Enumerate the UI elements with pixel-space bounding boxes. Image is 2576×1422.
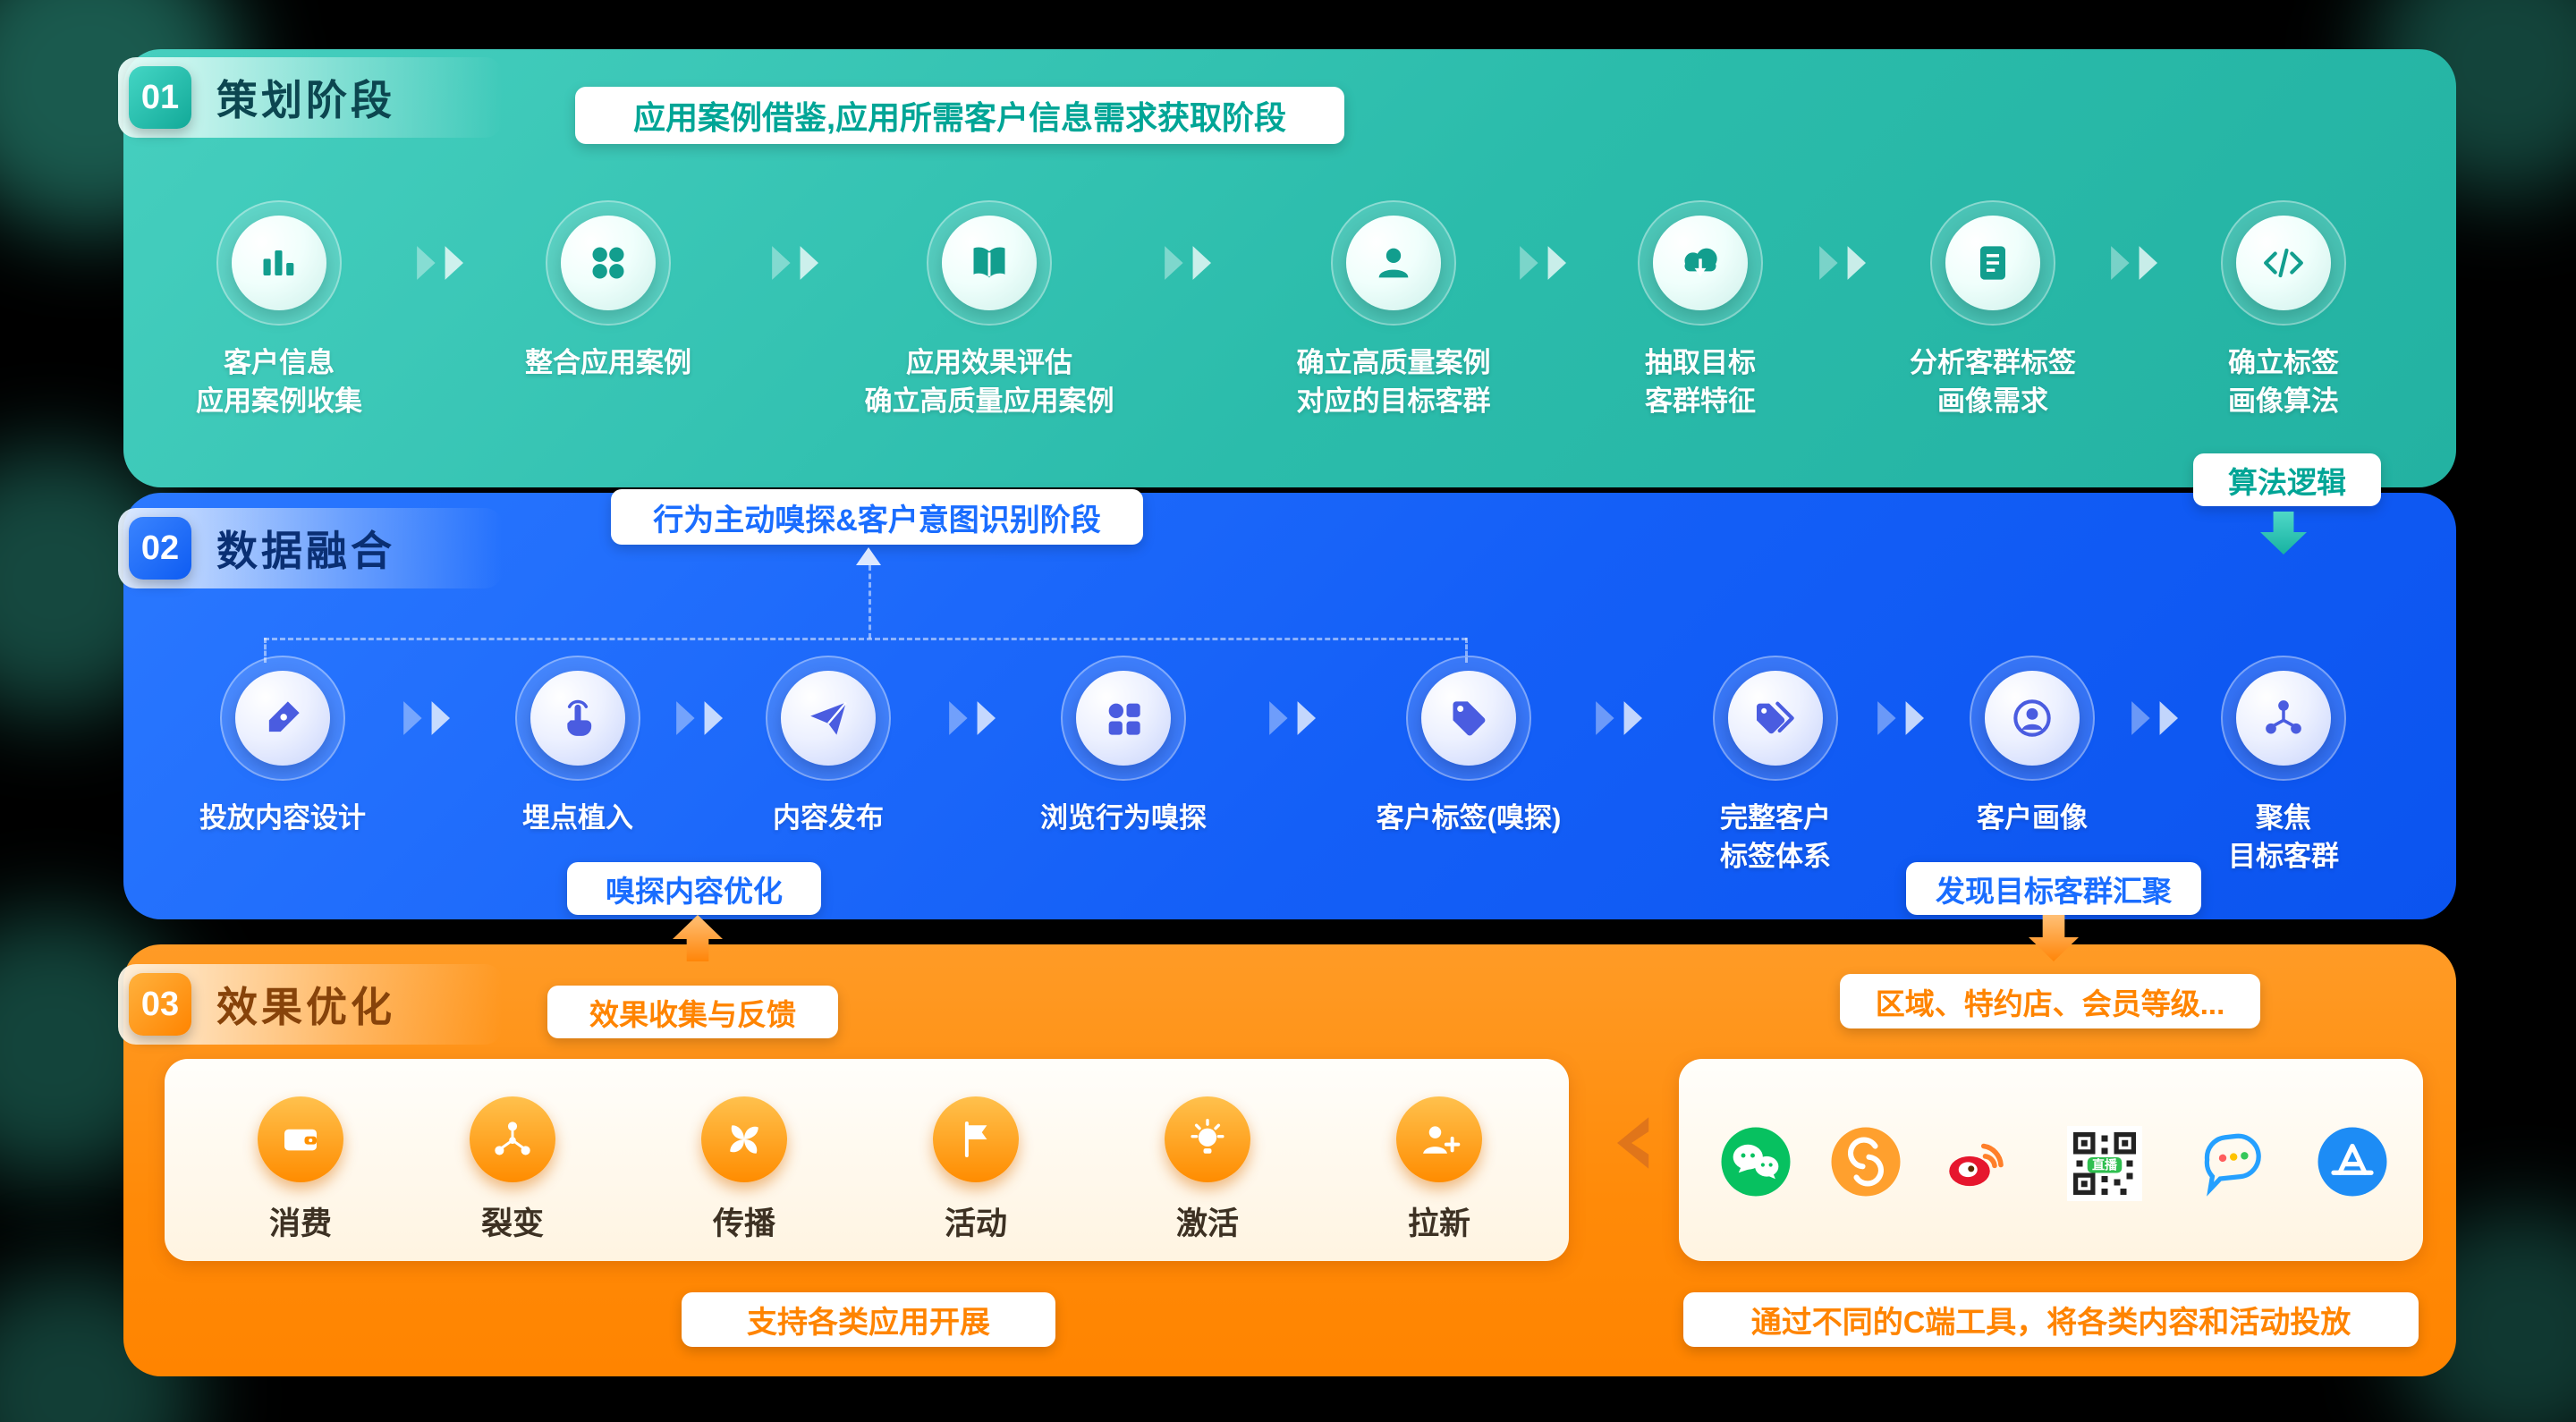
flow-arrow-icon xyxy=(672,698,734,738)
flow-arrow-icon xyxy=(2127,698,2190,738)
flow-arrow-icon xyxy=(1515,243,1578,283)
app-label: 激活 xyxy=(1175,1206,1239,1241)
wallet-icon xyxy=(284,1129,317,1151)
phase2-banner: 行为主动嗅探&客户意图识别阶段 xyxy=(611,489,1143,545)
bulb-icon xyxy=(1191,1118,1224,1154)
arrow-left-icon xyxy=(1608,1114,1655,1172)
apps-panel xyxy=(165,1059,1569,1261)
phase3-header: 03 效果优化 xyxy=(118,964,503,1045)
app-fission: 裂变 xyxy=(470,1096,555,1244)
app-spread: 传播 xyxy=(701,1096,787,1244)
flow-arrow-icon xyxy=(1815,243,1877,283)
flow-arrow-icon xyxy=(767,243,830,283)
app-activity: 活动 xyxy=(933,1096,1019,1244)
appstore-icon xyxy=(2315,1124,2390,1199)
split-icon xyxy=(495,1122,530,1155)
feedback-pill: 效果收集与反馈 xyxy=(547,986,838,1038)
flow-arrow-icon xyxy=(1591,698,1654,738)
phase2-number: 02 xyxy=(129,517,191,580)
flag-icon xyxy=(964,1122,987,1157)
flow-arrow-icon xyxy=(1160,243,1223,283)
phase1-header: 01 策划阶段 xyxy=(118,57,503,138)
flow-arrow-icon xyxy=(1873,698,1936,738)
qr-live-label: 直播 xyxy=(2092,1157,2118,1172)
flow-arrow-icon xyxy=(1265,698,1327,738)
wechat-channels-icon xyxy=(1828,1124,1903,1199)
fan-icon xyxy=(730,1125,758,1154)
apps-caption-pill: 支持各类应用开展 xyxy=(682,1292,1055,1347)
flow-arrow-icon xyxy=(945,698,1007,738)
person-plus-icon xyxy=(1423,1126,1461,1154)
app-label: 裂变 xyxy=(480,1206,544,1241)
app-label: 消费 xyxy=(268,1206,332,1241)
wechat-icon xyxy=(1718,1124,1793,1199)
flow-arrow-icon xyxy=(412,243,475,283)
flow-arrow-icon xyxy=(399,698,462,738)
app-label: 传播 xyxy=(712,1206,775,1241)
segment-pill: 区域、特约店、会员等级... xyxy=(1840,974,2260,1028)
dashed-line xyxy=(264,638,267,663)
optimize-content-pill: 嗅探内容优化 xyxy=(567,862,821,915)
live-qr-icon: 直播 xyxy=(2067,1126,2142,1201)
phase1-number: 01 xyxy=(129,66,191,129)
channels-panel xyxy=(1679,1059,2423,1261)
phase3-number: 03 xyxy=(129,973,191,1036)
app-label: 活动 xyxy=(944,1206,1007,1241)
chat-bubble-icon xyxy=(2195,1124,2270,1199)
algorithm-logic-pill: 算法逻辑 xyxy=(2193,453,2381,506)
dashed-line xyxy=(264,638,1467,640)
app-consume: 消费 xyxy=(258,1096,343,1244)
phase1-banner: 应用案例借鉴,应用所需客户信息需求获取阶段 xyxy=(575,87,1344,144)
phase1-title: 策划阶段 xyxy=(216,77,395,123)
dashed-line xyxy=(869,565,871,639)
app-label: 拉新 xyxy=(1407,1206,1470,1241)
phase3-title: 效果优化 xyxy=(216,984,395,1030)
weibo-icon xyxy=(1938,1124,2013,1199)
flow-arrow-icon xyxy=(2106,243,2169,283)
app-acquire: 拉新 xyxy=(1396,1096,1482,1244)
phase2-header: 02 数据融合 xyxy=(118,508,503,588)
converge-target-pill: 发现目标客群汇聚 xyxy=(1906,862,2201,915)
phase2-title: 数据融合 xyxy=(216,528,395,574)
app-activate: 激活 xyxy=(1165,1096,1250,1244)
dashed-line xyxy=(1465,638,1468,663)
channels-caption-pill: 通过不同的C端工具，将各类内容和活动投放 xyxy=(1683,1292,2419,1347)
